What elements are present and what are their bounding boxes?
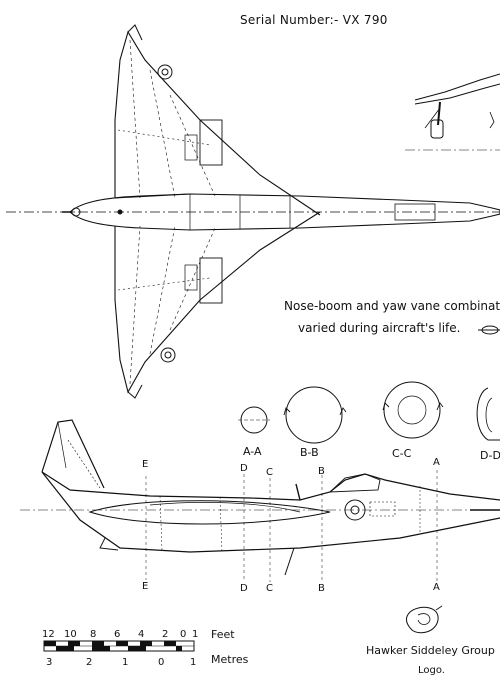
cross-sections (238, 381, 500, 444)
cut-c-bottom: C (266, 583, 273, 594)
cut-b-bottom: B (318, 583, 325, 594)
nose-boom-detail (478, 325, 500, 335)
scale-bar (43, 640, 195, 652)
cut-a-bottom: A (433, 582, 440, 593)
scale-feet-label: Feet (211, 628, 235, 641)
scale-feet-12: 12 (42, 629, 55, 640)
scale-metre-0: 0 (158, 657, 165, 668)
scale-feet-10: 10 (64, 629, 77, 640)
scale-feet-8: 8 (90, 629, 97, 640)
serial-number-label: Serial Number:- VX 790 (240, 13, 388, 27)
section-bb-label: B-B (300, 446, 319, 459)
side-view (20, 419, 500, 582)
cut-c-top: C (266, 467, 273, 478)
scale-feet-6: 6 (114, 629, 121, 640)
logo-label: Logo. (418, 665, 445, 676)
cut-d-top: D (240, 463, 248, 474)
scale-metre-1b: 1 (190, 657, 197, 668)
cut-e-top: E (142, 459, 149, 470)
scale-feet-4: 4 (138, 629, 145, 640)
nose-boom-note-line2: varied during aircraft's life. (298, 321, 461, 335)
scale-metre-3: 3 (46, 657, 53, 668)
scale-feet-1: 1 (192, 629, 199, 640)
section-dd-label: D-D (480, 449, 500, 462)
scale-metre-2: 2 (86, 657, 93, 668)
scale-metre-1: 1 (122, 657, 129, 668)
scale-metres-label: Metres (211, 653, 249, 666)
cut-d-bottom: D (240, 583, 248, 594)
scale-feet-2: 2 (162, 629, 169, 640)
company-label: Hawker Siddeley Group (366, 644, 495, 657)
scale-feet-0: 0 (180, 629, 187, 640)
section-aa-label: A-A (243, 445, 262, 458)
cut-a-top: A (433, 457, 440, 468)
cut-e-bottom: E (142, 581, 149, 592)
nose-boom-note-line1: Nose-boom and yaw vane combination (284, 299, 500, 313)
front-view (405, 73, 500, 151)
cut-b-top: B (318, 466, 325, 477)
plan-view (6, 24, 500, 399)
section-cc-label: C-C (392, 447, 412, 460)
hawker-siddeley-logo-drawing (405, 605, 443, 634)
